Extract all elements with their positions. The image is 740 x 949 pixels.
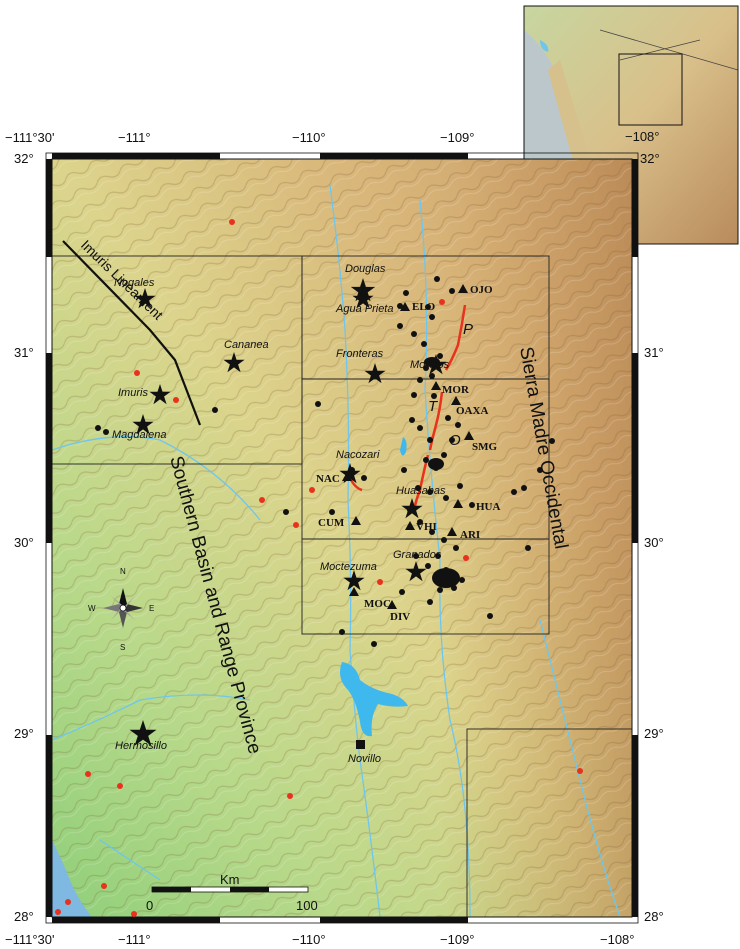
lon-top-3: −110°	[292, 130, 326, 145]
label-imuris: Imuris	[118, 387, 148, 399]
station-div: DIV	[390, 611, 410, 623]
scale-bar: Km 0 100	[146, 872, 318, 913]
la-angostura-reservoir	[400, 437, 407, 456]
lon-top-2: −111°	[118, 130, 151, 145]
compass-n: N	[120, 567, 126, 576]
label-hermosillo: Hermosillo	[115, 740, 167, 752]
label-cananea: Cananea	[224, 339, 269, 351]
scale-start: 0	[146, 898, 153, 913]
scale-unit: Km	[220, 872, 240, 887]
lon-bottom-1: −111°30'	[5, 932, 55, 947]
station-labels: OJO ELO MOR OAXA SMG NAC HUA CUM VHI ARI…	[316, 284, 501, 623]
station-moc: MOC	[364, 598, 391, 610]
frame-ticks	[46, 153, 638, 923]
lat-left-5: 28°	[14, 909, 34, 924]
lat-left-2: 31°	[14, 345, 34, 360]
lon-bottom-2: −111°	[118, 932, 151, 947]
lat-right-1: 31°	[644, 345, 664, 360]
segment-o: O	[449, 432, 461, 449]
station-triangles	[342, 284, 474, 609]
gulf-water	[52, 840, 92, 917]
novillo-reservoir	[340, 662, 408, 737]
station-cum: CUM	[318, 517, 345, 529]
imuris-lineament-line	[62, 240, 202, 426]
station-mor: MOR	[442, 384, 470, 396]
inset-lat-label: 32°	[640, 151, 660, 166]
station-smg: SMG	[472, 441, 498, 453]
rivers	[52, 184, 621, 917]
lat-right-3: 29°	[644, 726, 664, 741]
inset-lon-label: −108°	[625, 129, 659, 144]
town-markers	[129, 278, 447, 746]
lon-bottom-3: −110°	[292, 932, 326, 947]
historic-earthquakes	[55, 219, 583, 917]
scale-end: 100	[296, 898, 318, 913]
lat-left-3: 30°	[14, 535, 34, 550]
label-agua-prieta: Agua Prieta	[335, 303, 393, 315]
lat-right-2: 30°	[644, 535, 664, 550]
compass-rose: N S E W	[88, 567, 154, 652]
lon-bottom-5: −108°	[600, 932, 634, 947]
station-oaxa: OAXA	[456, 405, 488, 417]
lat-right-4: 28°	[644, 909, 664, 924]
label-fronteras: Fronteras	[336, 348, 384, 360]
lat-left-1: 32°	[14, 151, 34, 166]
axis-labels: −111°30' −111° −110° −109° −111°30' −111…	[5, 130, 664, 947]
segment-p: P	[463, 321, 473, 338]
label-magdalena: Magdalena	[112, 429, 166, 441]
lon-top-1: −111°30'	[5, 130, 55, 145]
station-vhi: VHI	[416, 521, 437, 533]
fault-segment-labels: P T O	[428, 321, 473, 449]
compass-w: W	[88, 604, 96, 613]
station-ari: ARI	[460, 529, 480, 541]
station-elo: ELO	[412, 301, 436, 313]
lon-bottom-4: −109°	[440, 932, 474, 947]
compass-e: E	[149, 604, 154, 613]
compass-s: S	[120, 643, 125, 652]
station-nac: NAC	[316, 473, 340, 485]
label-morelos: Morelos	[410, 359, 450, 371]
place-labels: Douglas Agua Prieta Fronteras Nogales Ca…	[112, 263, 450, 765]
segment-t: T	[428, 398, 439, 415]
lon-top-4: −109°	[440, 130, 474, 145]
label-nacozari: Nacozari	[336, 449, 380, 461]
station-hua: HUA	[476, 501, 501, 513]
label-moctezuma: Moctezuma	[320, 561, 377, 573]
label-granados: Granados	[393, 549, 442, 561]
label-nogales: Nogales	[114, 277, 155, 289]
station-ojo: OJO	[470, 284, 493, 296]
novillo-marker	[356, 740, 365, 749]
label-huasabas: Huasabas	[396, 485, 446, 497]
terrain-layer	[52, 159, 632, 917]
label-douglas: Douglas	[345, 263, 386, 275]
lat-left-4: 29°	[14, 726, 34, 741]
label-novillo: Novillo	[348, 753, 381, 765]
